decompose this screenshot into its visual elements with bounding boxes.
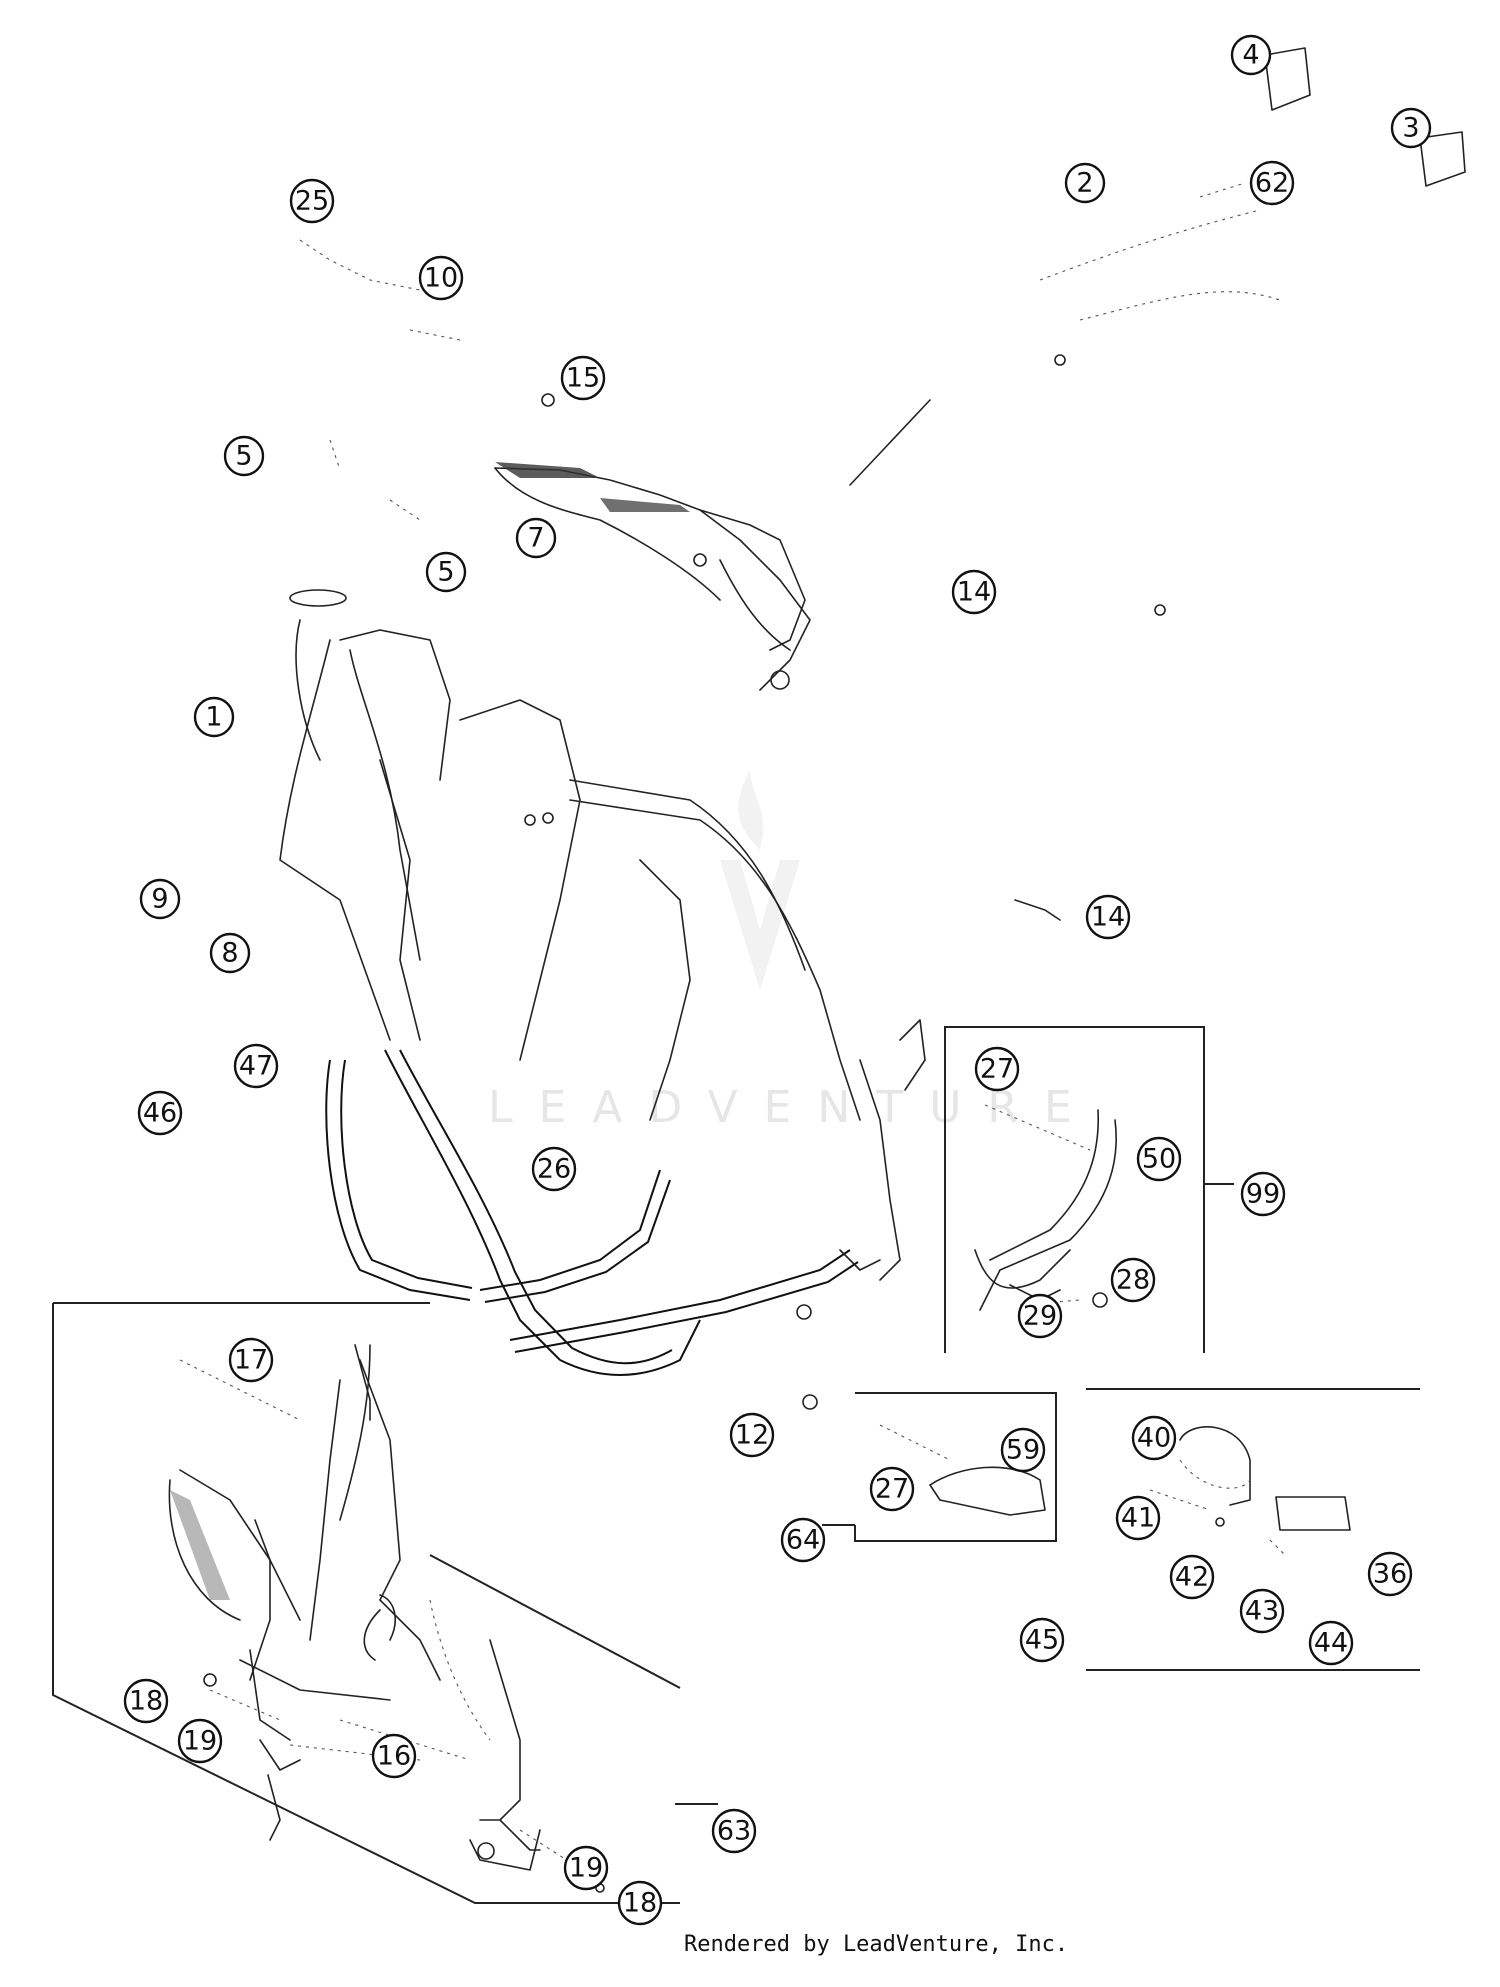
svg-text:17: 17 [234,1345,268,1376]
svg-text:19: 19 [183,1726,217,1757]
svg-text:9: 9 [151,884,168,915]
svg-text:16: 16 [377,1741,411,1772]
callout-10: 10 [418,255,464,301]
svg-text:19: 19 [569,1853,603,1884]
callout-1: 1 [193,696,235,738]
svg-text:99: 99 [1246,1179,1280,1210]
callout-59: 59 [1000,1427,1046,1473]
callout-50: 50 [1136,1136,1182,1182]
callout-9: 9 [139,878,181,920]
svg-text:43: 43 [1245,1596,1279,1627]
svg-text:41: 41 [1121,1503,1155,1534]
callout-18-lower: 18 [617,1880,663,1926]
callout-41: 41 [1115,1495,1161,1541]
callout-7: 7 [515,517,557,559]
svg-text:4: 4 [1242,40,1259,71]
callout-5-upper: 5 [223,435,265,477]
svg-text:15: 15 [566,363,600,394]
svg-text:14: 14 [1091,902,1125,933]
svg-text:29: 29 [1023,1301,1057,1332]
svg-text:25: 25 [295,186,329,217]
main-frame-drawing [168,47,1466,1893]
svg-text:26: 26 [537,1154,571,1185]
svg-text:8: 8 [221,938,238,969]
svg-text:27: 27 [980,1054,1014,1085]
svg-text:42: 42 [1175,1562,1209,1593]
svg-text:63: 63 [717,1816,751,1847]
group-outlines [52,182,1420,1904]
svg-text:40: 40 [1137,1423,1171,1454]
callout-12: 12 [729,1412,775,1458]
svg-text:12: 12 [735,1420,769,1451]
callout-17: 17 [228,1337,274,1383]
callout-8: 8 [209,932,251,974]
svg-text:28: 28 [1116,1265,1150,1296]
svg-text:59: 59 [1006,1435,1040,1466]
callout-63: 63 [711,1808,757,1854]
svg-text:5: 5 [235,441,252,472]
svg-text:7: 7 [527,523,544,554]
callout-29: 29 [1017,1293,1063,1339]
render-credit: Rendered by LeadVenture, Inc. [684,1932,1069,1957]
callout-62: 62 [1249,160,1295,206]
svg-text:36: 36 [1373,1559,1407,1590]
callout-27-upper: 27 [974,1046,1020,1092]
svg-text:46: 46 [143,1098,177,1129]
callout-40: 40 [1131,1415,1177,1461]
callout-99: 99 [1240,1171,1286,1217]
svg-text:14: 14 [957,577,991,608]
callout-3: 3 [1390,107,1432,149]
callout-14-upper: 14 [951,569,997,615]
callout-18-upper: 18 [123,1678,169,1724]
callout-15: 15 [560,355,606,401]
svg-text:64: 64 [786,1525,820,1556]
callout-45: 45 [1019,1617,1065,1663]
callout-25: 25 [289,178,335,224]
svg-text:18: 18 [623,1888,657,1919]
callout-64: 64 [780,1517,826,1563]
watermark-logo [720,770,800,990]
callout-36: 36 [1367,1551,1413,1597]
callout-47: 47 [233,1043,279,1089]
part-callouts: 4 3 2 62 25 10 15 5 5 7 14 1 9 8 14 47 4… [123,34,1432,1926]
watermark-text: LEADVENTURE [488,1082,1098,1133]
callout-27-lower: 27 [869,1466,915,1512]
svg-text:50: 50 [1142,1144,1176,1175]
svg-text:47: 47 [239,1051,273,1082]
callout-19-upper: 19 [177,1718,223,1764]
svg-text:62: 62 [1255,168,1289,199]
callout-26: 26 [531,1146,577,1192]
svg-text:27: 27 [875,1474,909,1505]
callout-42: 42 [1169,1554,1215,1600]
svg-text:5: 5 [437,557,454,588]
callout-5-lower: 5 [425,551,467,593]
svg-text:3: 3 [1402,113,1419,144]
callout-44: 44 [1308,1620,1354,1666]
svg-text:10: 10 [424,263,458,294]
callout-4: 4 [1230,34,1272,76]
svg-text:18: 18 [129,1686,163,1717]
callout-28: 28 [1110,1257,1156,1303]
callout-2: 2 [1064,162,1106,204]
svg-text:44: 44 [1314,1628,1348,1659]
svg-text:45: 45 [1025,1625,1059,1656]
svg-text:1: 1 [205,702,222,733]
callout-43: 43 [1239,1588,1285,1634]
callout-14-lower: 14 [1085,894,1131,940]
callout-46: 46 [137,1090,183,1136]
callout-16: 16 [371,1733,417,1779]
callout-19-lower: 19 [563,1845,609,1891]
svg-text:2: 2 [1076,168,1093,199]
